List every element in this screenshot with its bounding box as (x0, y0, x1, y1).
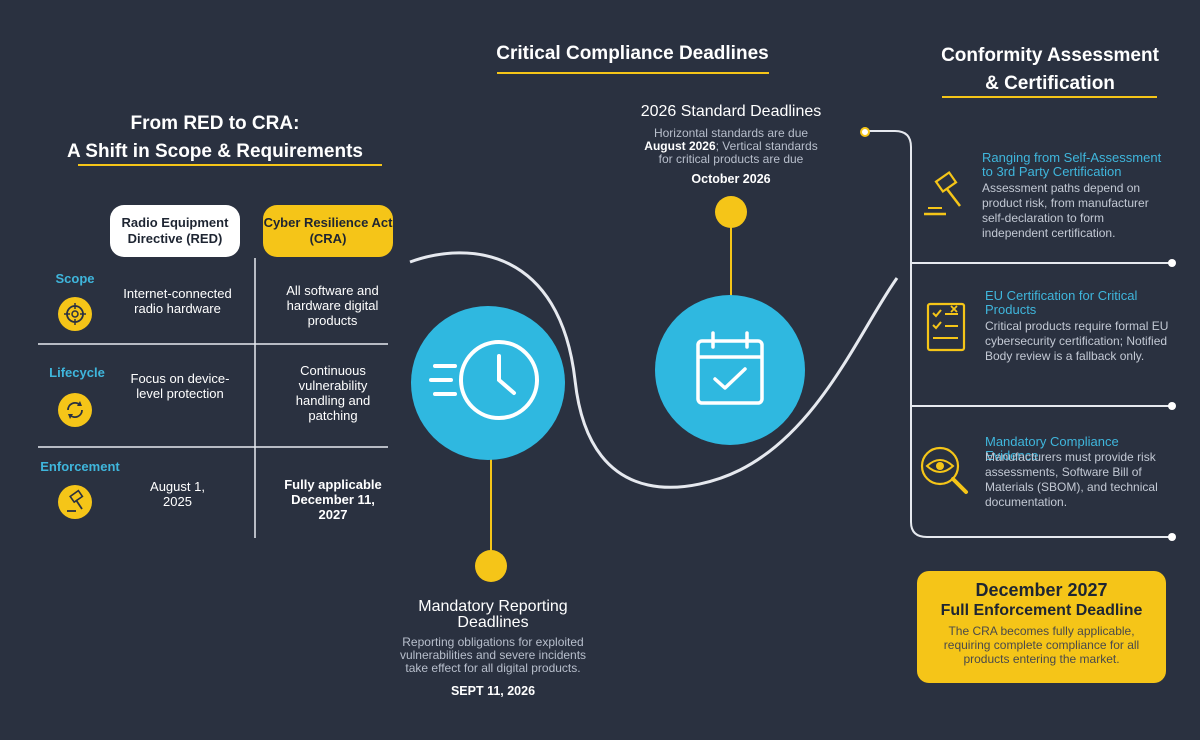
calendar-circle (655, 295, 805, 445)
red-column-header: Radio Equipment Directive (RED) (110, 205, 240, 257)
standard-bold-1: August 2026 (644, 139, 716, 153)
left-title-line1: From RED to CRA: (130, 113, 300, 134)
lifecycle-cra-cell: Continuous vulnerability handling and pa… (295, 363, 371, 423)
standard-body-2: ; Vertical standards (715, 139, 818, 153)
standard-deadlines-body: Horizontal standards are due August 2026… (615, 127, 847, 166)
reporting-deadlines-title: Mandatory Reporting Deadlines (393, 599, 593, 631)
reporting-title-2: Deadlines (457, 614, 529, 631)
clock-icon (429, 340, 539, 420)
enforcement-red-cell: August 1, 2025 (150, 479, 205, 509)
bracket-dot-3 (1168, 533, 1176, 541)
cert-item-3-body: Manufacturers must provide risk assessme… (985, 450, 1158, 509)
center-title-underline (497, 72, 769, 74)
reporting-title-1: Mandatory Reporting (418, 598, 568, 615)
cert-item-3-head: Mandatory Compliance Evidence (985, 434, 1119, 463)
row-label-scope: Scope (55, 271, 95, 286)
final-box-title-2: Full Enforcement Deadline (940, 602, 1143, 619)
final-box-title-1: December 2027 (975, 580, 1108, 600)
reporting-deadlines-body: Reporting obligations for exploited vuln… (399, 635, 587, 675)
row-label-enforcement: Enforcement (40, 459, 120, 474)
final-box-body: The CRA becomes fully applicable, requir… (943, 624, 1140, 666)
reporting-deadline-date: SEPT 11, 2026 (450, 684, 536, 698)
calendar-icon (696, 331, 764, 405)
scope-red-cell: Internet-connected radio hardware (123, 286, 232, 316)
cert-item-2-body: Critical products require formal EU cybe… (985, 319, 1169, 363)
checklist-icon (926, 302, 966, 352)
cert-item-2-head: EU Certification for Critical Products (985, 288, 1138, 317)
reporting-deadline-marker (475, 550, 507, 582)
clock-circle (411, 306, 565, 460)
standard-deadline-marker (715, 196, 747, 228)
target-icon (58, 297, 92, 331)
gavel-icon (58, 485, 92, 519)
standard-bold-date: October 2026 (691, 172, 771, 186)
row-label-lifecycle: Lifecycle (49, 365, 105, 380)
bracket-start-dot (860, 127, 870, 137)
final-enforcement-box: December 2027 Full Enforcement Deadline … (917, 571, 1166, 683)
cra-column-header: Cyber Resilience Act (CRA) (263, 205, 393, 257)
cert-item-1-head: Ranging from Self-Assessment to 3rd Part… (982, 150, 1162, 179)
right-title-line1: Conformity Assessment (941, 45, 1159, 66)
left-title: From RED to CRA: A Shift in Scope & Requ… (40, 110, 390, 166)
center-title: Critical Compliance Deadlines (496, 43, 769, 64)
eye-search-icon (920, 446, 968, 494)
gavel-icon (924, 170, 961, 216)
cert-item-1-body: Assessment paths depend on product risk,… (982, 181, 1149, 240)
bracket-dot-1 (1168, 259, 1176, 267)
lifecycle-red-cell: Focus on device-level protection (130, 371, 230, 401)
left-title-line2: A Shift in Scope & Requirements (67, 141, 363, 162)
left-title-underline (78, 164, 382, 166)
bracket-dot-2 (1168, 402, 1176, 410)
enforcement-cra-cell: Fully applicable December 11, 2027 (284, 477, 382, 522)
standard-deadlines-title: 2026 Standard Deadlines (640, 103, 822, 120)
standard-body-1: Horizontal standards are due (653, 126, 809, 140)
right-title: Conformity Assessment & Certification (920, 42, 1180, 98)
right-title-line2: & Certification (985, 73, 1115, 94)
scope-cra-cell: All software and hardware digital produc… (286, 283, 379, 328)
right-title-underline (942, 96, 1157, 98)
cycle-icon (58, 393, 92, 427)
standard-body-3: for critical products are due (658, 152, 804, 166)
